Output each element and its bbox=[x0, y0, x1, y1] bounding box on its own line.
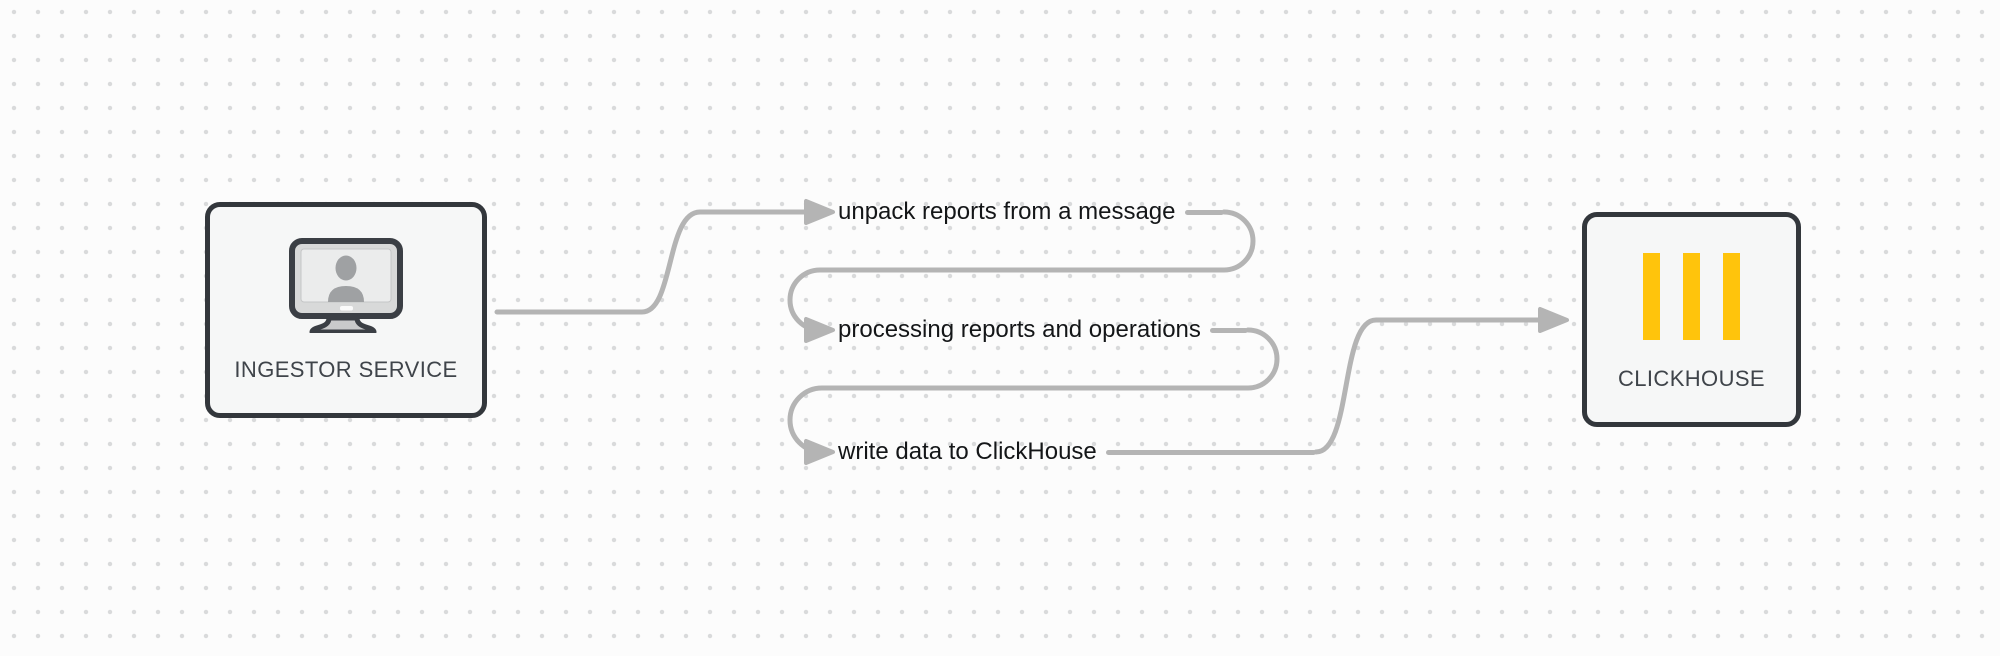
connector-step3-to-clickhouse bbox=[1313, 317, 1551, 455]
clickhouse-bar bbox=[1723, 253, 1740, 340]
arrowhead-clickhouse-icon bbox=[1538, 307, 1569, 333]
node-label-clickhouse: CLICKHOUSE bbox=[1617, 366, 1766, 391]
step-label-write-data: write data to ClickHouse bbox=[838, 438, 1097, 465]
step-row-3: write data to ClickHouse bbox=[838, 436, 1316, 468]
step-label-unpack-reports: unpack reports from a message bbox=[838, 198, 1176, 225]
step-label-processing-reports: processing reports and operations bbox=[838, 316, 1201, 343]
step-connector-stub bbox=[1184, 209, 1224, 215]
connector-step2-to-step3 bbox=[787, 327, 1280, 455]
arrowhead-step1-icon bbox=[804, 199, 835, 225]
monitor-user-icon bbox=[289, 238, 403, 333]
arrowhead-step2-icon bbox=[804, 317, 835, 343]
clickhouse-bar bbox=[1643, 253, 1660, 340]
connector-ingestor-to-step1 bbox=[494, 209, 811, 315]
clickhouse-bars-logo-icon bbox=[1643, 253, 1740, 340]
step-connector-stub bbox=[1209, 327, 1248, 333]
clickhouse-bar bbox=[1683, 253, 1700, 340]
arrowhead-step3-icon bbox=[804, 439, 835, 465]
node-ingestor-service: INGESTOR SERVICE bbox=[205, 202, 487, 418]
connector-step1-to-step2 bbox=[787, 209, 1256, 333]
step-row-2: processing reports and operations bbox=[838, 314, 1248, 346]
step-row-1: unpack reports from a message bbox=[838, 196, 1224, 228]
step-connector-stub bbox=[1105, 449, 1316, 455]
node-clickhouse: CLICKHOUSE bbox=[1582, 212, 1801, 427]
node-label-ingestor-service: INGESTOR SERVICE bbox=[234, 357, 458, 382]
